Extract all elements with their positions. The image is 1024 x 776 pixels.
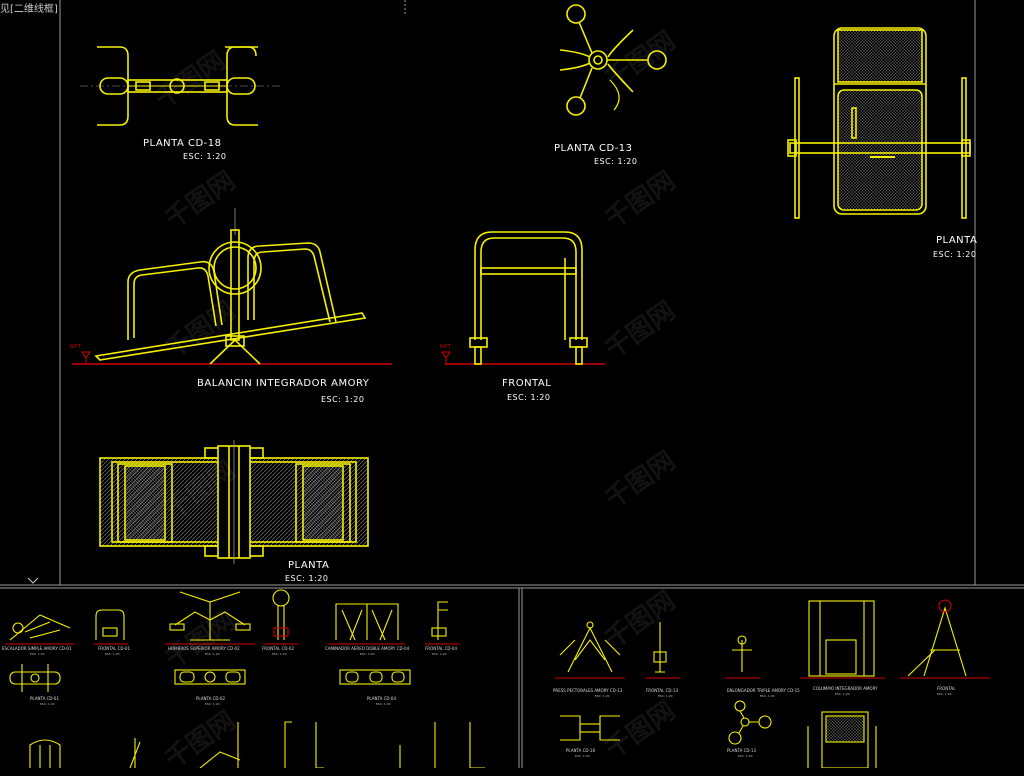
thumb-scale: ESC: 1:20 — [595, 694, 610, 698]
frontal-scale: ESC: 1:20 — [507, 393, 551, 402]
planta-right-drawing — [787, 27, 971, 219]
thumb-scale: ESC: 1:20 — [760, 694, 775, 698]
thumb-label: FRONTAL — [937, 686, 956, 691]
thumb-scale: ESC: 1:20 — [835, 692, 850, 696]
planta-cd13-drawing — [559, 4, 667, 116]
thumbnails-left-drawings — [5, 589, 485, 768]
thumb-label: PRESS PECTORALES AMORY CD-13 — [553, 688, 623, 693]
frontal-title: FRONTAL — [502, 378, 552, 389]
thumb-label: HOMBROS SUPERIOR AMORY CD-02 — [168, 646, 240, 651]
npt-label-2: NPT — [440, 344, 452, 350]
planta-bottom-scale: ESC: 1:20 — [285, 574, 329, 583]
thumb-label: CAMINADOR AEREO DOBLE AMORY CD-04 — [325, 646, 410, 651]
cd18-title: PLANTA CD-18 — [143, 138, 222, 149]
thumb-label: PLANTA CD-04 — [367, 696, 397, 701]
thumb-label: PLANTA CD-01 — [30, 696, 60, 701]
thumb-scale: ESC: 1:20 — [105, 652, 120, 656]
thumb-scale: ESC: 1:20 — [40, 702, 55, 706]
thumb-scale: ESC: 1:20 — [376, 702, 391, 706]
planta-cd18-drawing — [80, 46, 280, 126]
npt-marker-1 — [81, 351, 91, 364]
npt-marker-2 — [441, 351, 451, 364]
thumb-scale: ESC: 1:20 — [432, 652, 447, 656]
thumb-scale: ESC: 1:20 — [272, 652, 287, 656]
frontal-elevation-drawing — [445, 231, 605, 365]
thumb-scale: ESC: 1:20 — [205, 652, 220, 656]
thumb-label: PLANTA CD-13 — [727, 748, 757, 753]
balancin-title: BALANCIN INTEGRADOR AMORY — [197, 378, 370, 389]
planta-right-scale: ESC: 1:20 — [933, 250, 977, 259]
thumbnails-right-drawings — [555, 599, 990, 768]
thumb-label: COLUMPIO INTEGRADOR AMORY — [813, 686, 878, 691]
thumb-label: FRONTAL CD-13 — [646, 688, 678, 693]
npt-label-1: NPT — [70, 344, 82, 350]
thumb-label: FRONTAL CD-01 — [98, 646, 130, 651]
cd18-scale: ESC: 1:20 — [183, 152, 227, 161]
cd13-scale: ESC: 1:20 — [594, 157, 638, 166]
cd13-title: PLANTA CD-13 — [554, 143, 633, 154]
window-tab-title[interactable]: 见[二维线框] — [0, 4, 58, 15]
thumb-scale: ESC: 1:20 — [30, 652, 45, 656]
thumb-label: FRONTAL CD-02 — [262, 646, 294, 651]
thumb-scale: ESC: 1:20 — [658, 694, 673, 698]
thumb-label: ENLONGADOR TRIPLE AMORY CD-15 — [727, 688, 800, 693]
thumb-scale: ESC: 1:20 — [205, 702, 220, 706]
thumb-label: ESCALADOR SIMPLE AMORY CD-01 — [2, 646, 72, 651]
thumb-scale: ESC: 1:20 — [738, 754, 753, 758]
planta-bottom-title: PLANTA — [288, 560, 330, 571]
collapse-chevron-icon[interactable] — [27, 577, 39, 584]
balancin-scale: ESC: 1:20 — [321, 395, 365, 404]
thumb-label: FRONTAL CD-04 — [425, 646, 457, 651]
thumb-label: PLANTA CD-02 — [196, 696, 226, 701]
thumb-scale: ESC: 1:20 — [575, 754, 590, 758]
planta-bottom-drawing — [99, 440, 369, 564]
thumb-scale: ESC: 1:20 — [360, 652, 375, 656]
thumb-label: PLANTA CD-18 — [566, 748, 596, 753]
thumb-scale: ESC: 1:20 — [937, 692, 952, 696]
planta-right-title: PLANTA — [936, 235, 978, 246]
balancin-elevation-drawing — [72, 208, 392, 365]
